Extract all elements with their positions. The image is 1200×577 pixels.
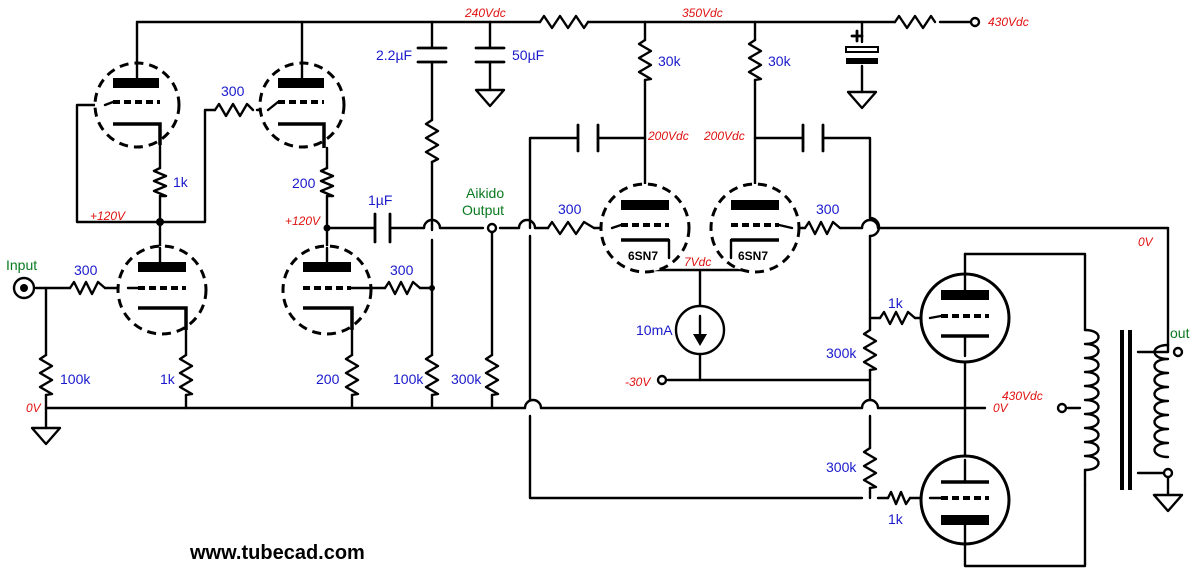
label-r1k-upper-out: 1k [888,295,904,311]
resistor-r300-grid-right [803,220,842,236]
input-jack[interactable] [12,276,36,300]
website-label: www.tubecad.com [189,542,365,564]
label-r300k-upper: 300k [826,345,857,361]
resistor-r-bleed [424,118,440,164]
tube-upper-middle [258,60,346,149]
label-cap-2u2: 2.2µF [376,47,412,63]
label-aikido-line1: Aikido [466,185,504,201]
resistor-r300-mid [383,280,422,296]
ground-symbol [1152,493,1184,513]
tube-upper-left [93,60,181,149]
label-r300-top: 300 [221,83,245,99]
output-transformer [1083,328,1170,490]
label-r1k-lower-out: 1k [888,511,904,527]
label-430vdc-top: 430Vdc [988,15,1029,29]
label-240vdc: 240Vdc [464,6,506,20]
ground-symbol [30,426,62,446]
resistor-r300-grid-left [546,220,596,236]
wiring [34,20,1170,568]
tube-output-upper [919,252,1011,364]
label-cap-1u: 1µF [368,192,392,208]
tube-lower-middle [281,244,373,336]
resistor-r100k-mid [424,353,440,397]
ground-symbol [846,90,878,110]
capacitor-electrolytic-430 [845,29,879,64]
label-r30k-left: 30k [658,53,682,69]
label-aikido-line2: Output [462,202,504,218]
resistor-r300k-mid [484,353,500,397]
label-plus120-mid: +120V [285,214,321,228]
label-r300k-mid: 300k [451,371,482,387]
label-plus120-left: +120V [90,209,126,223]
resistor-r1k-lower-out [886,490,912,506]
label-6sn7-left: 6SN7 [628,249,658,263]
grounds [30,88,1184,513]
resistor-r1k-cathode [178,353,194,397]
label-7vdc: 7Vdc [684,255,711,269]
resistor-r200-cathode [344,353,360,397]
resistor-r300k-upper [862,328,878,372]
capacitor-1u [373,212,392,244]
label-200vdc-right: 200Vdc [703,129,745,143]
tube-output-lower [919,454,1011,547]
resistor-r30k-left [637,38,653,82]
label-neg30v: -30V [625,375,651,389]
junctions [156,16,1184,479]
label-0v-right-top: 0V [1138,235,1154,249]
tube-6sn7-right [709,182,801,274]
resistor-r300k-lower [862,446,878,490]
label-out: out [1170,325,1190,341]
resistors [38,14,937,506]
tube-6sn7-left [599,182,691,274]
current-source-10ma [674,304,726,356]
label-cap-50u: 50µF [512,47,544,63]
capacitor-feedback-right [801,123,825,153]
capacitor-50u [474,46,506,64]
resistor-r1k-follower [152,166,168,198]
label-r200: 200 [292,175,316,191]
label-0v-right-mid: 0V [993,401,1009,415]
tube-lower-left [116,244,208,336]
wire-crossovers [422,216,881,410]
labels: 240Vdc 350Vdc 430Vdc 2.2µF 50µF 30k 30k … [6,6,1190,564]
label-r300-mid: 300 [390,262,414,278]
label-200vdc-left: 200Vdc [647,129,689,143]
label-10ma: 10mA [636,322,673,338]
capacitor-2u2 [416,46,448,64]
label-r100k-in: 100k [60,371,91,387]
label-r30k-right: 30k [768,53,792,69]
resistor-r1k-upper-out [878,310,917,326]
resistor-r200-upper [319,166,335,198]
label-r300-grid-right: 300 [816,201,840,217]
label-input: Input [6,257,37,273]
label-r100k-mid: 100k [393,371,424,387]
label-r1k-follower: 1k [173,174,189,190]
label-r1k-cathode: 1k [160,371,176,387]
ground-symbol [474,88,506,108]
label-r300-grid-left: 300 [558,201,582,217]
label-0v-left: 0V [26,401,42,415]
capacitors [373,29,879,244]
label-r300k-lower: 300k [826,459,857,475]
capacitor-feedback-left [576,123,600,153]
resistor-r30k-right [747,38,763,82]
resistor-r100k-in [38,353,54,397]
resistor-r300-top [213,102,255,118]
label-350vdc: 350Vdc [682,6,723,20]
label-r200-cathode: 200 [316,371,340,387]
label-r300-input: 300 [74,262,98,278]
resistor-r300-input [68,280,107,296]
resistor-r-430-series [893,14,937,30]
label-430vdc-trafo: 430Vdc [1002,389,1043,403]
resistor-r-top-series [538,14,590,30]
label-6sn7-right: 6SN7 [738,249,768,263]
